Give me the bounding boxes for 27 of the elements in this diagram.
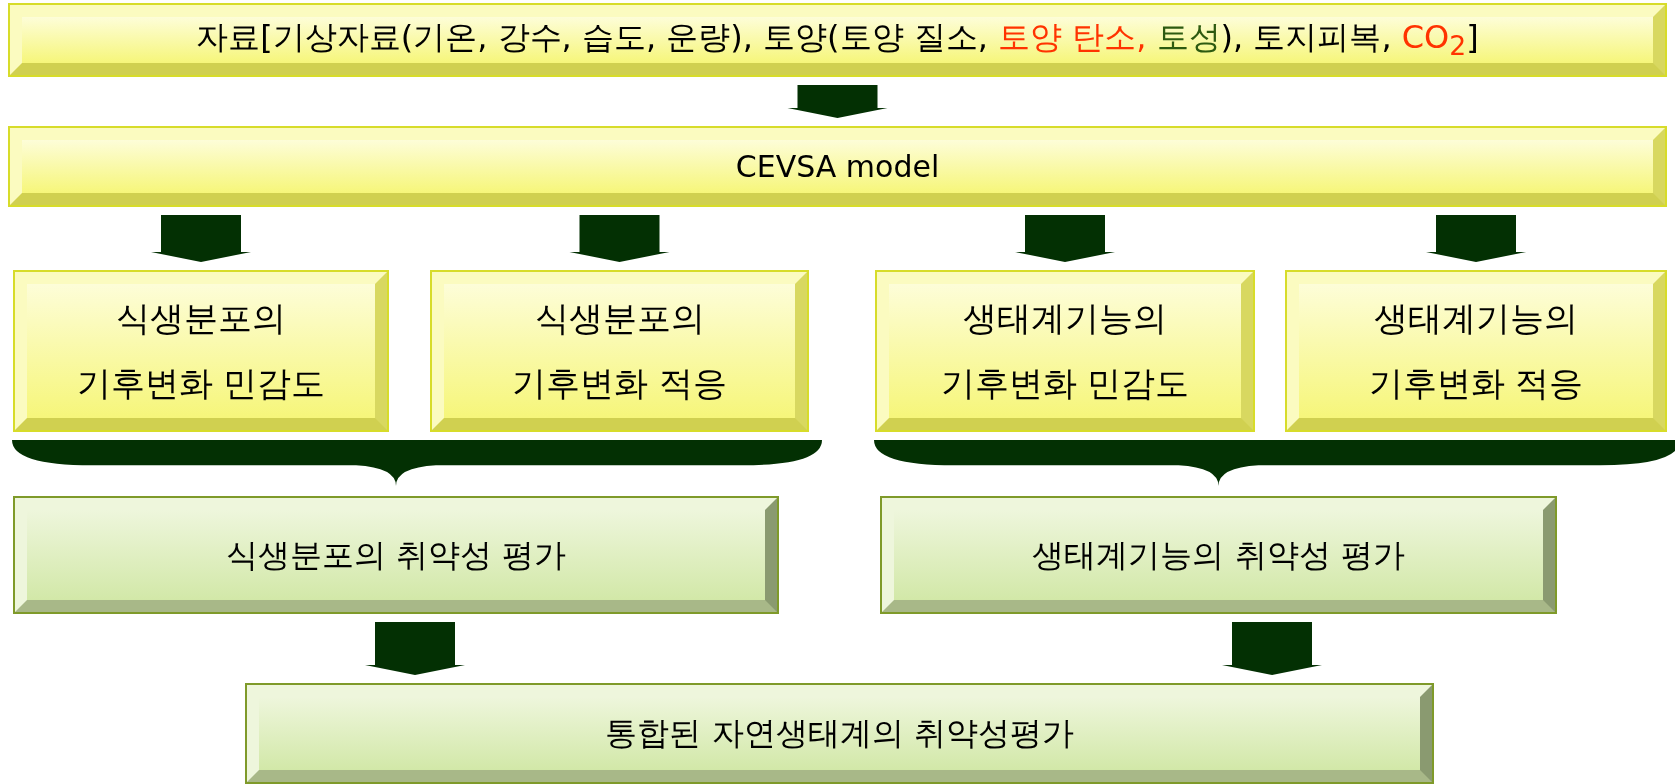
box-label: 생태계기능의 취약성 평가 <box>1032 534 1405 576</box>
box-label: 식생분포의 기후변화 적응 <box>511 297 728 405</box>
process-box <box>1287 272 1665 430</box>
box-label: 식생분포의 취약성 평가 <box>225 534 567 576</box>
box-label: 통합된 자연생태계의 취약성평가 <box>605 713 1074 755</box>
box-label: CEVSA model <box>735 148 940 186</box>
block-arrow <box>1426 215 1526 262</box>
data-box <box>10 5 1665 75</box>
block-arrow <box>365 622 465 675</box>
model-box <box>10 128 1665 205</box>
box-label: 생태계기능의 기후변화 민감도 <box>939 297 1191 405</box>
curly-brace <box>874 440 1675 486</box>
block-arrow <box>151 215 251 262</box>
assessment-box <box>15 498 777 612</box>
curly-brace <box>12 440 822 486</box>
box-label: 생태계기능의 기후변화 적응 <box>1367 297 1585 405</box>
block-arrow <box>1222 622 1322 675</box>
box-label: 식생분포의 기후변화 민감도 <box>75 297 327 405</box>
result-box <box>247 685 1432 782</box>
process-box <box>15 272 387 430</box>
block-arrow <box>1015 215 1115 262</box>
block-arrow <box>569 215 670 262</box>
process-box <box>877 272 1253 430</box>
block-arrow <box>787 85 888 118</box>
process-box <box>432 272 807 430</box>
box-label: 자료[기상자료(기온, 강수, 습도, 운량), 토양(토양 질소, 토양 탄소, 토성), 토지피복, CO$_{2}$] <box>196 17 1479 64</box>
assessment-box <box>882 498 1555 612</box>
